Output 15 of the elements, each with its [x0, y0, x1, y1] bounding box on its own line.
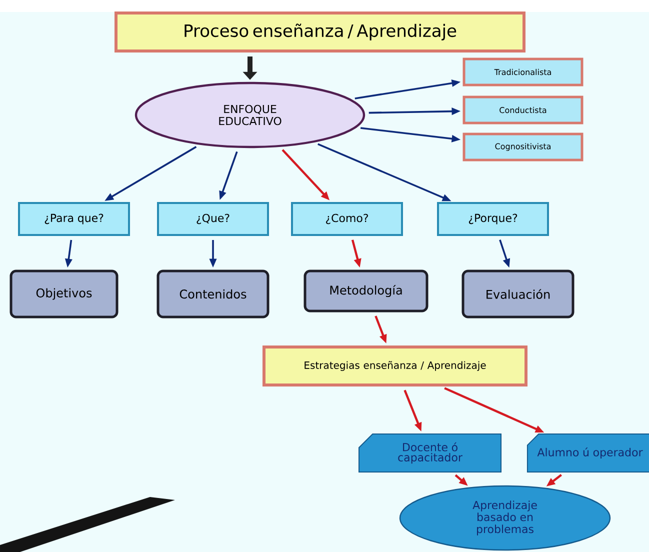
topic-box: Evaluación	[462, 270, 574, 318]
topic-box: Contenidos	[156, 270, 270, 318]
question-box: ¿Porque?	[437, 202, 549, 236]
topic-box: Metodología	[304, 270, 428, 312]
topic-box: Objetivos	[10, 270, 118, 318]
question-box: ¿Como?	[291, 202, 403, 236]
title-box: Proceso enseñanza / Aprendizaje	[114, 12, 526, 52]
question-box: ¿Para que?	[18, 202, 130, 236]
category-box: Tradicionalista	[462, 58, 584, 86]
category-box: Conductista	[462, 96, 584, 124]
role-box: Docente ó capacitador	[358, 434, 502, 472]
role-box: Alumno ú operador	[526, 434, 649, 472]
category-box: Cognositivista	[462, 132, 584, 162]
title-box: Estrategias enseñanza / Aprendizaje	[262, 346, 528, 386]
question-box: ¿Que?	[157, 202, 269, 236]
